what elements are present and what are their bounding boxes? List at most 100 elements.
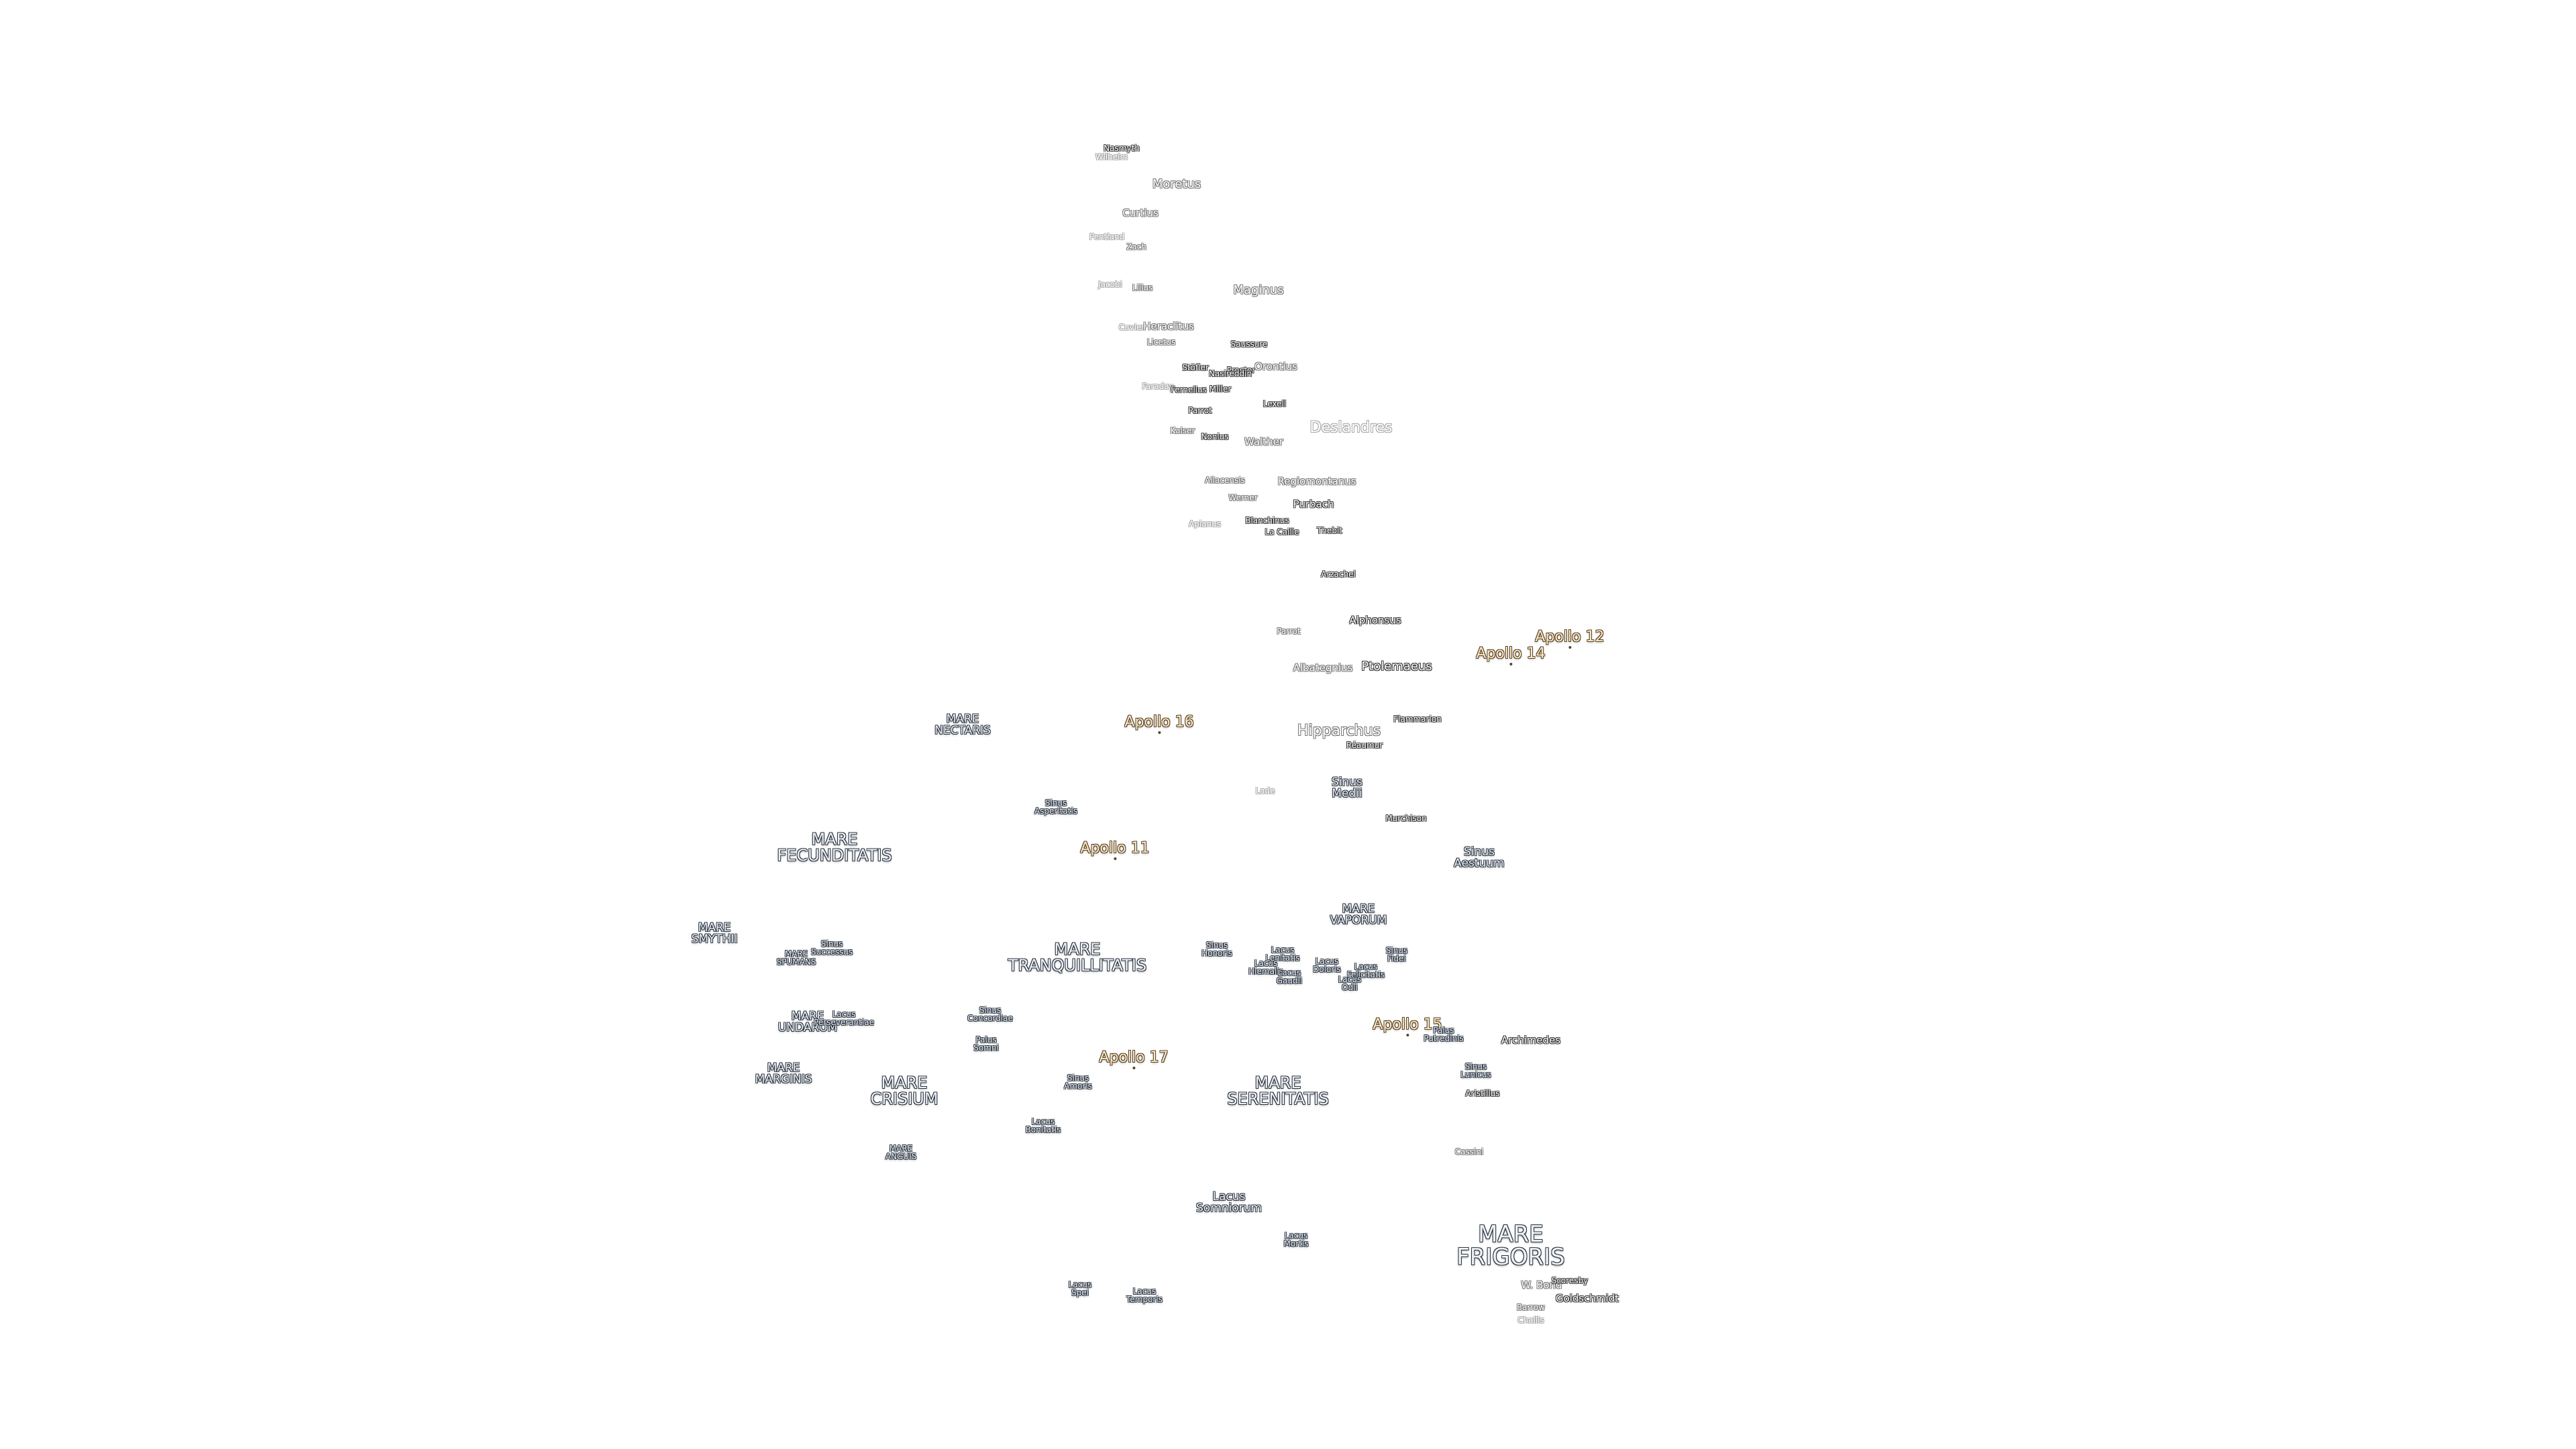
lacus-felicitatis-label[interactable]: Lacus Felicitatis	[1346, 962, 1385, 979]
crater-purbach-label[interactable]: Purbach	[1293, 498, 1334, 511]
crater-albategnius-label[interactable]: Albategnius	[1293, 661, 1353, 674]
mare-frigoris-label[interactable]: MARE FRIGORIS	[1456, 1221, 1565, 1271]
crater-faraday-label[interactable]: Faraday	[1142, 382, 1174, 391]
crater-moretus-label[interactable]: Moretus	[1152, 177, 1201, 191]
crater-nasmyth-label[interactable]: Nasmyth	[1104, 144, 1140, 153]
crater-flammarion-label[interactable]: Flammarion	[1393, 714, 1442, 724]
apollo-16-marker	[1158, 731, 1161, 735]
apollo-12-text: Apollo 12	[1535, 629, 1605, 645]
crater-barrow-label[interactable]: Barrow	[1516, 1303, 1546, 1312]
palus-putredinis-label[interactable]: Palus Putredinis	[1424, 1026, 1464, 1043]
sinus-medii-label[interactable]: Sinus Medii	[1332, 775, 1362, 800]
crater-heraclitus-label[interactable]: Heraclitus	[1143, 320, 1194, 333]
lacus-perseverantiae-label[interactable]: Lacus Perseverantiae	[814, 1010, 874, 1027]
sinus-fidei-label[interactable]: Sinus Fidei	[1385, 946, 1408, 963]
crater-curtius-label[interactable]: Curtius	[1122, 207, 1159, 219]
crater-murchison-label[interactable]: Murchison	[1385, 814, 1427, 823]
apollo-12-label[interactable]: Apollo 12	[1535, 629, 1605, 649]
mare-fecunditatis-label[interactable]: MARE FECUNDITATIS	[777, 830, 892, 865]
crater-archimedes-label[interactable]: Archimedes	[1501, 1034, 1561, 1046]
lacus-doloris-label[interactable]: Lacus Doloris	[1313, 957, 1341, 974]
crater-alphonsus-label[interactable]: Alphonsus	[1349, 614, 1401, 627]
crater-thebit-label[interactable]: Thebit	[1317, 526, 1342, 535]
sinus-asperitatis-label[interactable]: Sinus Asperitatis	[1034, 798, 1078, 816]
crater-stofler-label[interactable]: Stöfler	[1182, 363, 1209, 372]
mare-smythii-label[interactable]: MARE SMYTHII	[691, 921, 738, 946]
apollo-14-text: Apollo 14	[1476, 645, 1546, 662]
crater-maginus-label[interactable]: Maginus	[1233, 283, 1284, 297]
crater-licetus-label[interactable]: Licetus	[1146, 337, 1176, 347]
mare-serenitatis-label[interactable]: MARE SERENITATIS	[1227, 1073, 1329, 1108]
mare-undarum-label[interactable]: MARE UNDARUM	[777, 1010, 838, 1034]
crater-regiomontanus-label[interactable]: Regiomontanus	[1277, 475, 1356, 488]
crater-challis-label[interactable]: Challis	[1517, 1316, 1544, 1325]
crater-wilhelm-label[interactable]: Wilhelm	[1095, 152, 1128, 162]
mare-tranquillitatis-label[interactable]: MARE TRANQUILLITATIS	[1008, 940, 1147, 975]
crater-jacobi-label[interactable]: Jacobi	[1098, 280, 1122, 289]
crater-pentland-label[interactable]: Pentland	[1089, 232, 1125, 241]
apollo-12-marker	[1568, 646, 1571, 649]
crater-lexell-label[interactable]: Lexell	[1263, 399, 1287, 409]
lacus-temporis-label[interactable]: Lacus Temporis	[1126, 1287, 1163, 1304]
crater-lade-label[interactable]: Lade	[1255, 786, 1275, 796]
crater-arzachel-label[interactable]: Arzachel	[1321, 570, 1356, 579]
crater-ptolemaeus-label[interactable]: Ptolemaeus	[1361, 659, 1432, 674]
apollo-16-label[interactable]: Apollo 16	[1124, 715, 1194, 735]
crater-walther-label[interactable]: Walther	[1244, 435, 1284, 448]
lacus-lenitatis-label[interactable]: Lacus Lenitatis	[1265, 945, 1300, 963]
lacus-hiemalis-label[interactable]: Lacus Hiemalis	[1248, 959, 1283, 976]
crater-apianus-label[interactable]: Apianus	[1189, 519, 1221, 529]
crater-saussure-label[interactable]: Saussure	[1230, 339, 1268, 349]
crater-hipparchus-label[interactable]: Hipparchus	[1297, 722, 1381, 739]
sinus-concordiae-label[interactable]: Sinus Concordiae	[967, 1006, 1013, 1023]
crater-deslandres-label[interactable]: Deslandres	[1309, 419, 1393, 436]
sinus-aestuum-label[interactable]: Sinus Aestuum	[1454, 845, 1505, 870]
crater-werner-label[interactable]: Werner	[1228, 493, 1258, 502]
lacus-mortis-label[interactable]: Lacus Mortis	[1283, 1231, 1309, 1248]
crater-cuvier-label[interactable]: Cuvier	[1118, 323, 1145, 332]
crater-aliacensis-label[interactable]: Aliacensis	[1205, 476, 1245, 485]
crater-parrot-label[interactable]: Parrot	[1188, 406, 1212, 415]
crater-w-bond-label[interactable]: W. Bond	[1521, 1279, 1562, 1291]
crater-aristillus-label[interactable]: Aristillus	[1465, 1089, 1500, 1098]
mare-marginis-label[interactable]: MARE MARGINIS	[755, 1061, 812, 1086]
lacus-spei-label[interactable]: Lacus Spei	[1068, 1280, 1092, 1297]
crater-miller-label[interactable]: Miller	[1209, 384, 1232, 394]
crater-reaumur-label[interactable]: Réaumur	[1346, 741, 1383, 750]
lacus-gaudii-label[interactable]: Lacus Gaudii	[1276, 968, 1303, 985]
lacus-somniorum-label[interactable]: Lacus Somniorum	[1196, 1190, 1262, 1215]
apollo-14-label[interactable]: Apollo 14	[1476, 645, 1546, 666]
apollo-11-text: Apollo 11	[1080, 840, 1150, 857]
sinus-lunicus-label[interactable]: Sinus Lunicus	[1460, 1062, 1491, 1079]
lacus-odii-label[interactable]: Lacus Odii	[1338, 975, 1362, 992]
crater-la-caille-label[interactable]: La Caille	[1265, 527, 1299, 537]
crater-lilius-label[interactable]: Lilius	[1132, 283, 1153, 292]
crater-fernelius-label[interactable]: Fernelius	[1171, 385, 1207, 394]
mare-nectaris-label[interactable]: MARE NECTARIS	[934, 712, 991, 737]
crater-cassini-label[interactable]: Cassini	[1454, 1147, 1484, 1157]
mare-crisium-label[interactable]: MARE CRISIUM	[870, 1073, 938, 1108]
mare-spumans-label[interactable]: MARE SPUMANS	[776, 949, 816, 967]
lacus-bonitatis-label[interactable]: Lacus Bonitatis	[1025, 1117, 1061, 1134]
crater-orontius-label[interactable]: Orontius	[1254, 360, 1297, 373]
crater-proctor-label[interactable]: Proctor	[1226, 366, 1256, 375]
sinus-honoris-label[interactable]: Sinus Honoris	[1201, 941, 1232, 958]
mare-vaporum-label[interactable]: MARE VAPORUM	[1330, 902, 1387, 927]
crater-scoresby-label[interactable]: Scoresby	[1551, 1276, 1589, 1285]
apollo-11-label[interactable]: Apollo 11	[1080, 840, 1150, 861]
apollo-17-label[interactable]: Apollo 17	[1099, 1051, 1169, 1070]
crater-goldschmidt-label[interactable]: Goldschmidt	[1555, 1292, 1619, 1305]
palus-somni-label[interactable]: Palus Somni	[973, 1035, 999, 1053]
apollo-15-label[interactable]: Apollo 15	[1373, 1018, 1442, 1037]
crater-nasireddin-label[interactable]: Nasireddin	[1208, 369, 1252, 378]
crater-nonius-label[interactable]: Nonius	[1201, 432, 1229, 441]
crater-blanchinus-label[interactable]: Blanchinus	[1245, 516, 1289, 525]
crater-kaiser-label[interactable]: Kaiser	[1170, 426, 1195, 435]
apollo-17-marker	[1132, 1067, 1135, 1070]
crater-parrot-2-label[interactable]: Parrot	[1277, 627, 1301, 636]
mare-anguis-label[interactable]: MARE ANGUIS	[885, 1144, 917, 1161]
sinus-amoris-label[interactable]: Sinus Amoris	[1064, 1073, 1092, 1091]
sinus-successus-label[interactable]: Sinus Successus	[810, 939, 853, 957]
crater-zach-label[interactable]: Zach	[1126, 242, 1146, 252]
